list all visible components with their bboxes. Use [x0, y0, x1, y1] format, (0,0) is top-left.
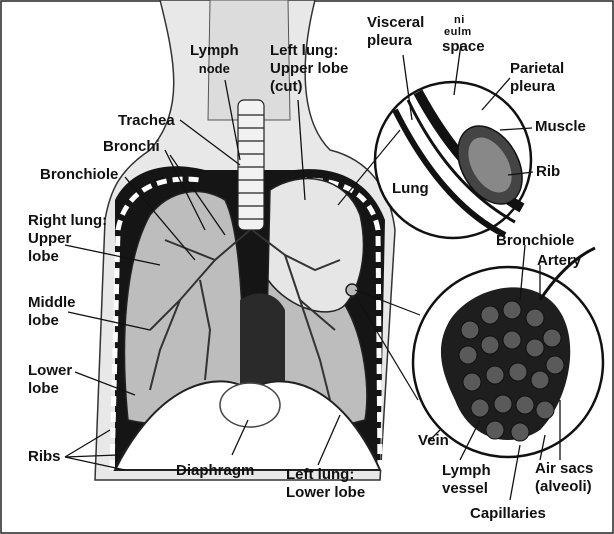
- label-ribs: Ribs: [28, 448, 61, 465]
- label-artery: Artery: [537, 252, 582, 269]
- label-intrapleural-space: ni eulm space: [442, 14, 485, 55]
- label-right-lung-upper-lobe: Right lung: Upper lobe: [28, 212, 108, 265]
- label-left-lung-lower-lobe: Left lung: Lower lobe: [286, 466, 366, 501]
- label-capillaries: Capillaries: [470, 505, 546, 522]
- label-lung-inset: Lung: [392, 180, 429, 197]
- label-lymph-node: Lymph node: [190, 42, 239, 76]
- label-muscle: Muscle: [535, 118, 586, 135]
- label-parietal-pleura: Parietal pleura: [510, 60, 565, 95]
- alveoli-magnified-circle: [411, 246, 605, 459]
- leader-lines: [64, 43, 561, 501]
- diaphragm-center: [219, 382, 281, 428]
- pleura-magnified-circle: [373, 80, 533, 240]
- rib-lining-right: [109, 176, 201, 471]
- label-vein: Vein: [418, 432, 449, 449]
- label-rib: Rib: [536, 163, 561, 180]
- label-diaphragm: Diaphragm: [176, 462, 255, 479]
- label-trachea: Trachea: [118, 112, 175, 129]
- label-bronchiole-left: Bronchiole: [40, 166, 119, 183]
- label-air-sacs: Air sacs (alveoli): [535, 460, 594, 495]
- neck: [207, 0, 291, 121]
- connector-pleura: [337, 129, 401, 206]
- trachea-rings: [237, 99, 265, 231]
- bronchial-tree: [149, 229, 341, 401]
- label-lymph-vessel: Lymph vessel: [442, 462, 491, 497]
- label-visceral-pleura: Visceral pleura: [367, 14, 425, 49]
- connector-alveoli-top: [354, 289, 421, 316]
- label-middle-lobe: Middle lobe: [28, 294, 76, 329]
- lymph-node-marker: [345, 283, 359, 297]
- label-bronchiole-right: Bronchiole: [496, 232, 575, 249]
- label-lower-lobe: Lower lobe: [28, 362, 73, 397]
- connector-alveoli-bottom: [354, 294, 419, 401]
- label-left-lung-upper-lobe: Left lung: Upper lobe (cut): [270, 42, 349, 95]
- label-bronchi: Bronchi: [103, 138, 160, 155]
